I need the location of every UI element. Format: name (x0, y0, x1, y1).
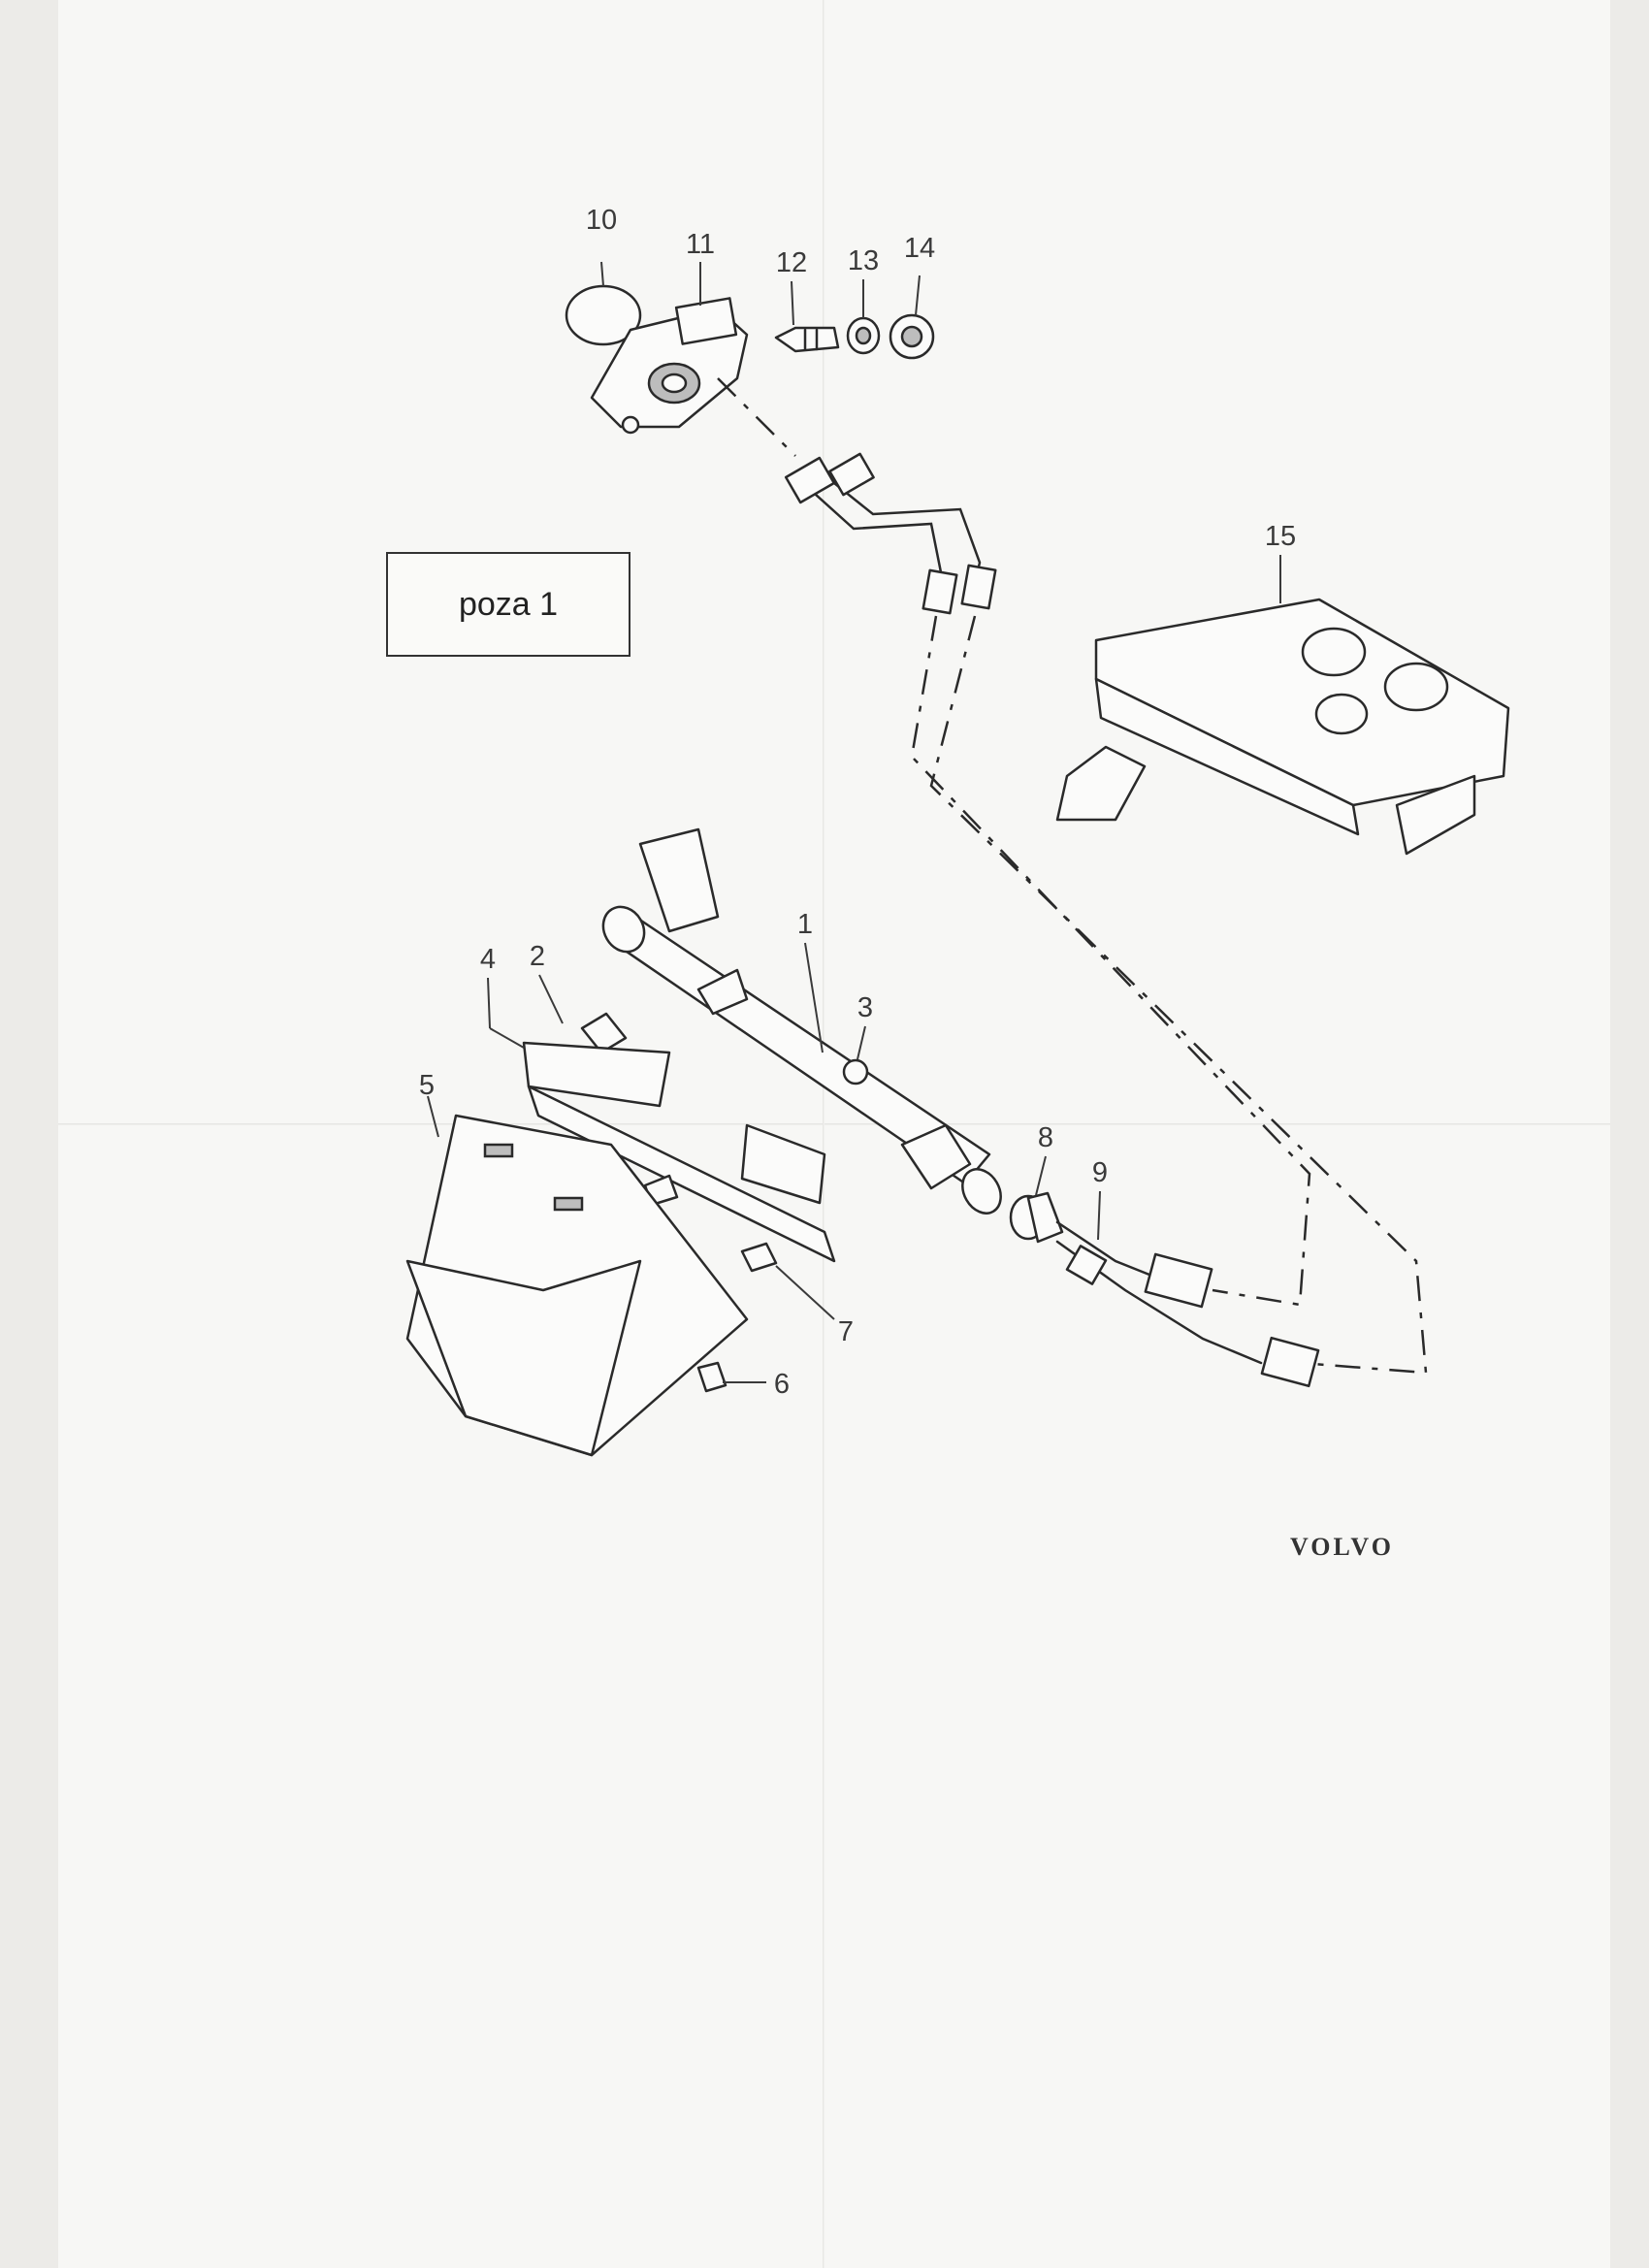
callout-12: 12 (776, 247, 807, 278)
pose-label-box: poza 1 (386, 552, 630, 657)
sensor-part-12 (774, 326, 840, 353)
clip-part-2 (580, 1012, 628, 1054)
housing-part-11 (590, 297, 749, 435)
callout-2: 2 (530, 941, 545, 972)
paper-sheet (58, 0, 1610, 2268)
main-tube-part-1 (601, 827, 1002, 1215)
callout-1: 1 (797, 909, 813, 940)
cover-part-5 (405, 1114, 749, 1457)
hose-assembly (784, 452, 997, 615)
callout-10: 10 (586, 205, 617, 236)
callout-3: 3 (857, 992, 873, 1023)
callout-14: 14 (904, 233, 935, 264)
grommet-part-8 (1009, 1191, 1064, 1244)
alignment-dash (717, 377, 796, 457)
callout-7: 7 (838, 1316, 854, 1347)
dash-route-left (910, 615, 1311, 1307)
washer-part-13 (846, 316, 881, 355)
brand-logo: VOLVO (1290, 1533, 1394, 1561)
clip-part-6 (696, 1361, 728, 1393)
callout-13: 13 (848, 245, 879, 276)
callout-8: 8 (1038, 1122, 1053, 1153)
hose-part-9 (1055, 1220, 1320, 1388)
plug-part-14 (889, 313, 935, 360)
callout-11: 11 (686, 229, 715, 260)
fold-line-horizontal (58, 1123, 1610, 1125)
bracket-part-4 (522, 1041, 836, 1263)
bracket-plate-part-15 (1055, 598, 1510, 856)
callout-9: 9 (1092, 1157, 1108, 1188)
callout-4: 4 (480, 944, 496, 975)
fold-line-vertical (823, 0, 824, 2268)
callout-5: 5 (419, 1070, 435, 1101)
callout-15: 15 (1265, 521, 1296, 552)
callout-6: 6 (774, 1369, 790, 1400)
dash-route-right (929, 615, 1428, 1375)
